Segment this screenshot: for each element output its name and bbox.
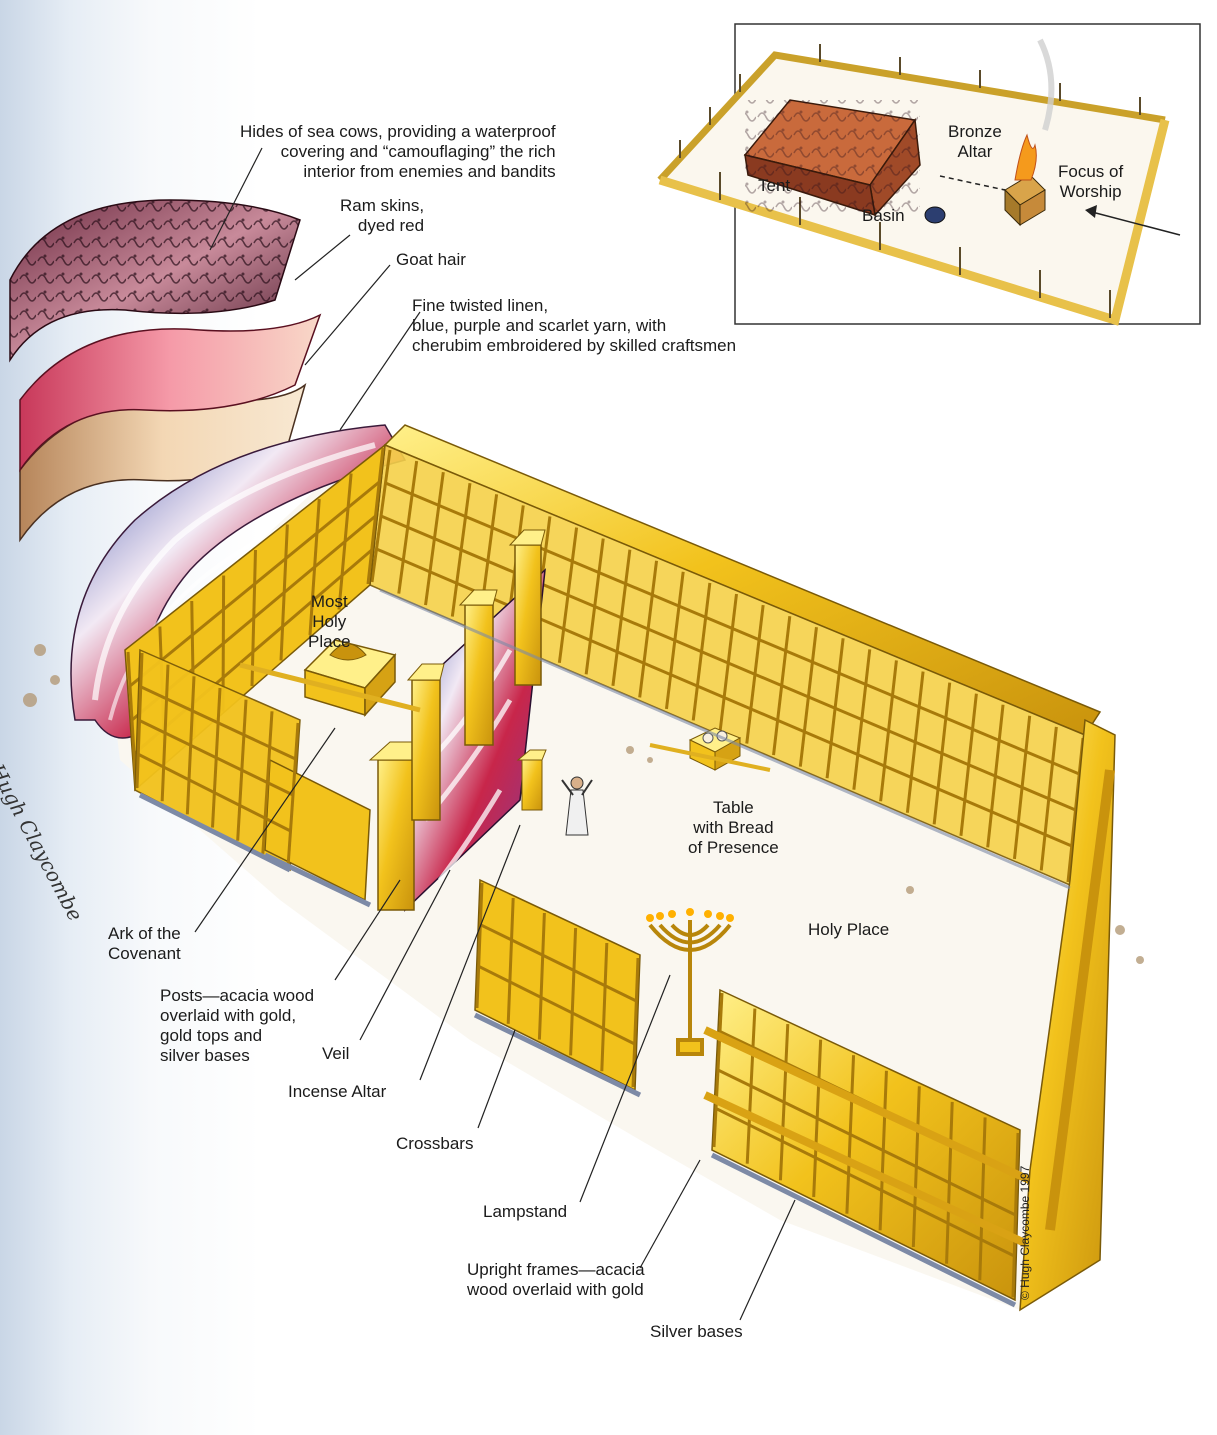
silver-bases [138,588,1071,1308]
end-wall-frames [1019,718,1116,1312]
inset-bronze-altar [1004,38,1055,227]
label-table-bread: Table with Bread of Presence [688,798,779,857]
priest-figure [561,776,593,836]
leader-lines [194,147,796,1321]
inset-label-bronze-altar: Bronze Altar [948,122,1002,161]
label-goat-hair: Goat hair [396,250,466,269]
ark-of-the-covenant [239,639,421,717]
front-right-frames [703,988,1042,1302]
inset-tent [743,99,921,217]
courtyard-inset [657,23,1201,326]
inset-label-focus-of-worship: Focus of Worship [1058,162,1124,201]
front-left-frames [134,648,371,902]
copyright-credit: © Hugh Claycombe 1997 [1018,1165,1032,1300]
frame-crossbar [129,480,381,688]
inset-label-tent: Tent [758,176,791,195]
incense-altar [516,749,547,811]
frame-crossbar [380,514,1077,812]
frame-crossbar [137,752,292,833]
frame-crossbar [384,481,1080,776]
frame-crossbar [140,685,297,761]
label-crossbars: Crossbars [396,1134,474,1153]
lampstand [648,920,732,1056]
frame-crossbar [715,1107,1015,1258]
label-incense-altar: Incense Altar [288,1082,387,1101]
back-wall-frames [369,424,1102,887]
coverings-layers [9,199,322,543]
frame-crossbar [138,719,294,797]
label-silver-bases: Silver bases [650,1322,743,1341]
frame-upright [506,897,515,1024]
label-hides: Hides of sea cows, providing a waterproo… [240,122,556,181]
inset-label-basin: Basin [862,206,905,225]
label-ram-skins: Ram skins, dyed red [340,196,425,235]
ground-pebbles [23,644,1144,964]
label-veil: Veil [322,1044,350,1063]
label-ark: Ark of the Covenant [108,924,181,963]
frame-upright [600,942,609,1072]
frame-crossbar [479,923,637,1003]
label-holy-place: Holy Place [808,920,890,939]
label-linen: Fine twisted linen, blue, purple and sca… [412,296,737,355]
frame-upright [475,882,484,1009]
lamp-flames [646,908,734,922]
label-most-holy-place: Most Holy Place [308,592,351,651]
frame-crossbar [717,1068,1017,1217]
frame-upright [537,912,546,1040]
frame-upright [569,927,578,1056]
label-posts: Posts—acacia wood overlaid with gold, go… [160,986,315,1065]
label-upright-frames: Upright frames—acacia wood overlaid with… [467,1260,645,1299]
inset-basin [924,206,946,224]
frame-crossbar [477,964,636,1046]
label-lampstand: Lampstand [483,1202,568,1221]
